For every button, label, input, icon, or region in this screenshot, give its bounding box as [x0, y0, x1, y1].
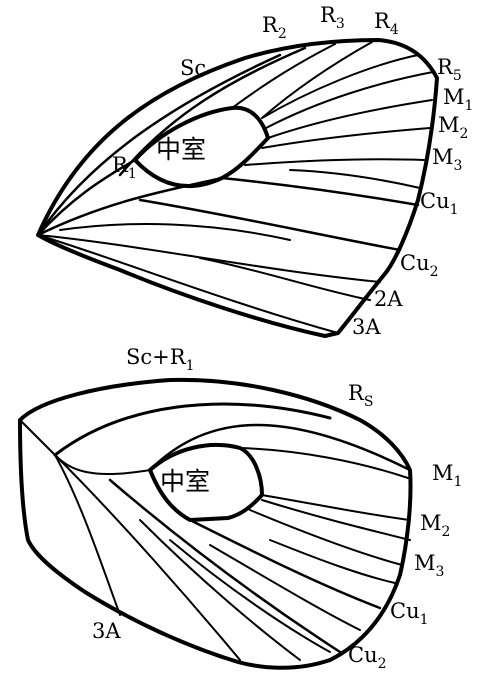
- hindwing-base-fold: [55, 455, 150, 474]
- hindwing-fan-vein-a: [140, 520, 300, 660]
- forewing-r2-label: R2: [262, 13, 287, 42]
- forewing-2a-label: 2A: [374, 287, 403, 311]
- forewing-m1-vein: [268, 100, 432, 138]
- forewing-r4-label: R4: [374, 9, 399, 38]
- forewing-cu1-label: Cu1: [420, 189, 459, 218]
- hindwing-scr1-label: Sc+R1: [126, 345, 194, 374]
- forewing-m1-label: M1: [443, 85, 473, 114]
- hindwing-fan-vein-c: [210, 545, 360, 630]
- forewing-r1-label: R1: [112, 153, 137, 182]
- forewing-m3-vein: [245, 159, 424, 165]
- forewing-r3-label: R3: [320, 3, 345, 32]
- forewing-sc-label: Sc: [180, 56, 206, 80]
- forewing-inner-vein: [60, 224, 290, 240]
- hindwing: [20, 380, 411, 668]
- hindwing-cu2-label: Cu2: [348, 643, 387, 672]
- forewing-r5-vein: [266, 72, 433, 128]
- hindwing-2a-vein: [55, 455, 240, 660]
- forewing-cu2-label: Cu2: [400, 251, 439, 280]
- hindwing-outline: [20, 380, 411, 668]
- forewing-r5-label: R5: [437, 55, 462, 84]
- hindwing-m2-label: M2: [420, 511, 450, 540]
- forewing-m2-label: M2: [438, 113, 468, 142]
- forewing-3a-vein: [38, 235, 338, 333]
- forewing-m3-label: M3: [432, 145, 462, 174]
- forewing-3a-label: 3A: [352, 315, 381, 339]
- hindwing-extra-vein: [270, 540, 395, 583]
- hindwing-cell-label: 中室: [160, 467, 210, 496]
- hindwing-rs-label: RS: [348, 381, 373, 410]
- forewing-cell-label: 中室: [156, 135, 206, 164]
- hindwing-m1-label: M1: [432, 461, 462, 490]
- forewing-extra-vein: [290, 170, 420, 188]
- hindwing-m1-vein: [240, 448, 408, 478]
- hindwing-m3-label: M3: [414, 551, 444, 580]
- hindwing-fan-vein-b: [170, 540, 330, 652]
- hindwing-cu1-label: Cu1: [390, 599, 429, 628]
- hindwing-inner-vein: [20, 420, 55, 455]
- hindwing-3a-label: 3A: [92, 619, 121, 643]
- hindwing-m2b-vein: [262, 500, 410, 540]
- forewing-r4-vein: [262, 55, 418, 118]
